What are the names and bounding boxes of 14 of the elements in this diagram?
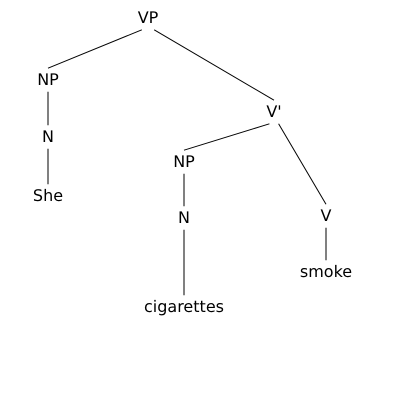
tree-label: N xyxy=(42,128,54,146)
tree-label: V' xyxy=(266,103,282,121)
tree-branch xyxy=(48,29,142,69)
tree-label: NP xyxy=(37,71,59,89)
tree-label: NP xyxy=(173,153,195,171)
tree-label: cigarettes xyxy=(144,298,224,316)
tree-label: N xyxy=(178,209,190,227)
tree-branch xyxy=(278,123,326,205)
tree-label: She xyxy=(32,187,64,205)
tree-label: VP xyxy=(138,9,158,27)
tree-label: smoke xyxy=(300,263,352,281)
tree-branch xyxy=(184,123,270,151)
tree-label: V xyxy=(320,207,332,225)
tree-branch xyxy=(154,29,274,101)
